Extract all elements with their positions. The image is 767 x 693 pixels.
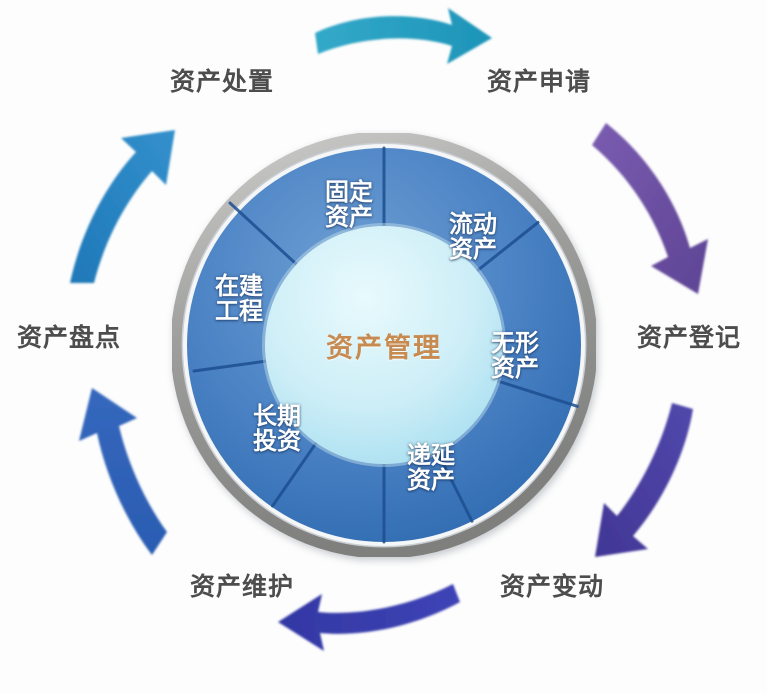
cycle-label-maintain: 资产维护 (190, 573, 295, 601)
arrow-lower-left (79, 388, 167, 555)
arrow-top-right (315, 8, 492, 64)
cycle-label-apply: 资产申请 (487, 68, 592, 96)
asset-management-donut: 固定 资产 流动 资产 无形 资产 递延 资产 长期 投资 在建 工程 资产管理 (172, 133, 596, 557)
arrow-upper-right (592, 123, 708, 294)
arrow-lower-right (595, 403, 693, 557)
cycle-label-register: 资产登记 (637, 324, 742, 352)
cycle-label-check: 资产盘点 (17, 324, 122, 352)
arrow-bottom (278, 584, 460, 651)
arrow-upper-left (70, 130, 175, 283)
donut-outer-rim (172, 133, 596, 557)
donut-core (265, 226, 503, 464)
donut-svg (172, 133, 596, 557)
cycle-label-change: 资产变动 (500, 573, 605, 601)
cycle-label-dispose: 资产处置 (170, 68, 275, 96)
